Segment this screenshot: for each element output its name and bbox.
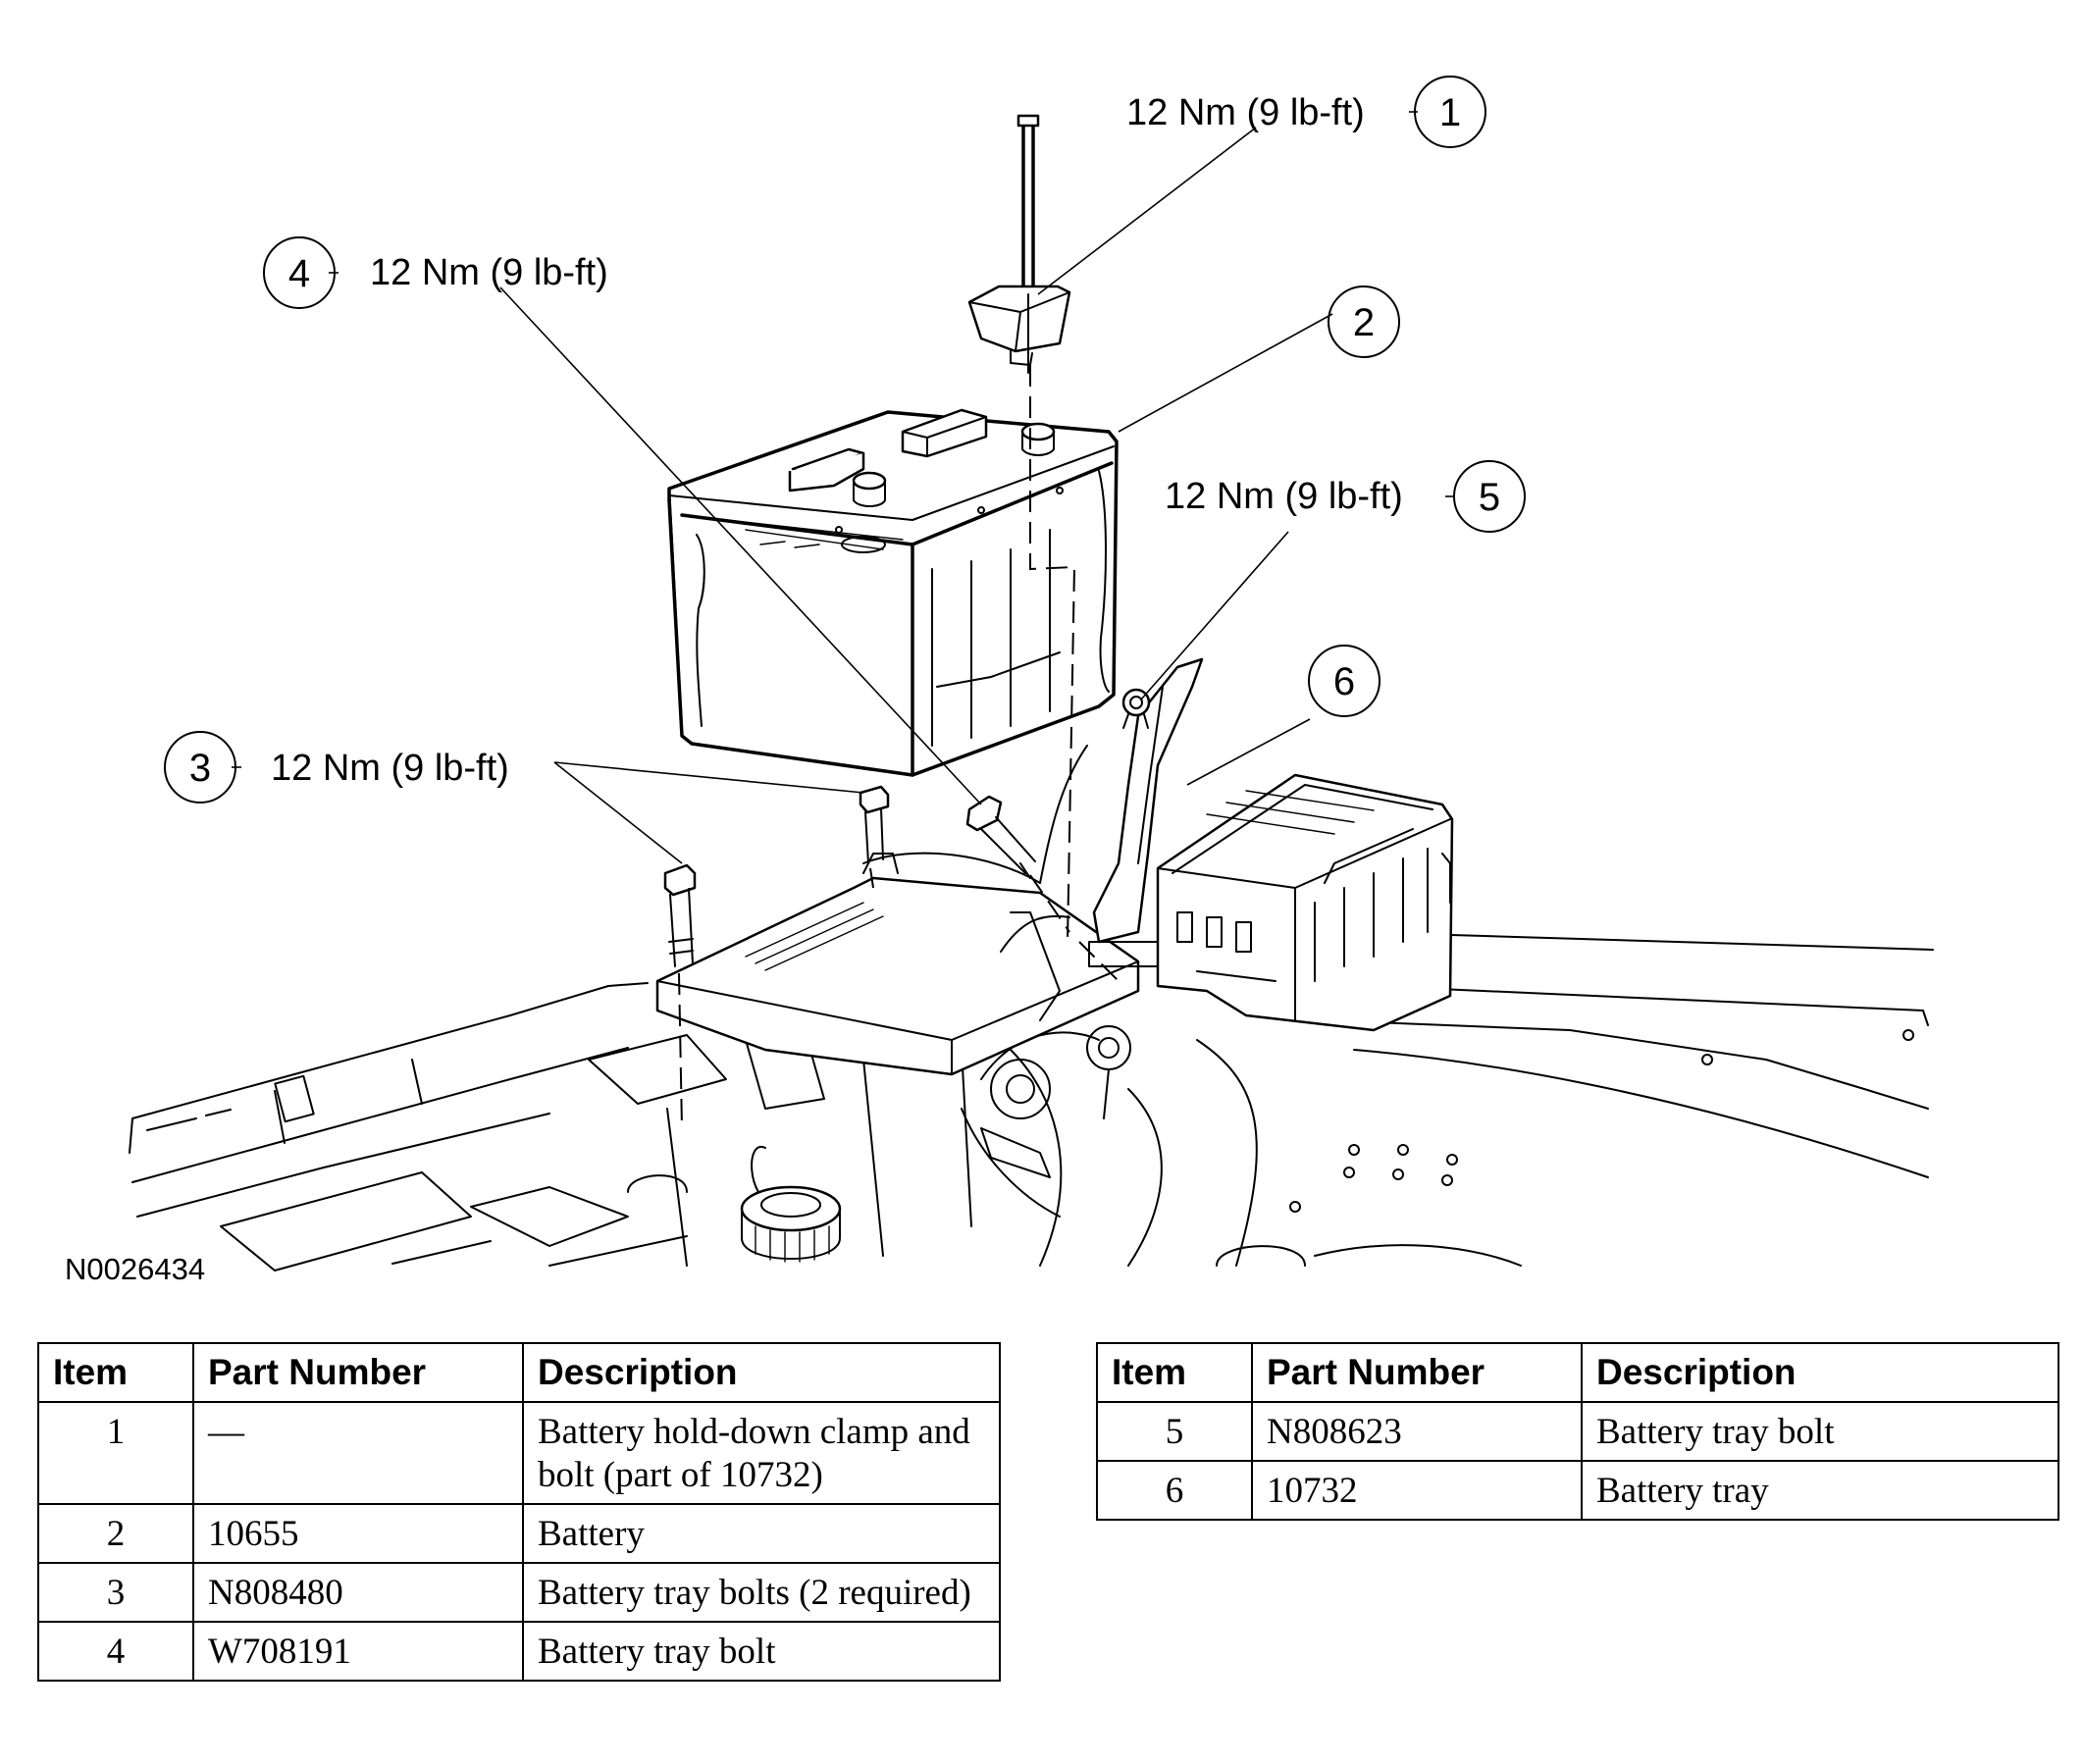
- description-cell: Battery tray: [1581, 1460, 2059, 1521]
- table-header-row: Item Part Number Description: [37, 1342, 1001, 1403]
- callout-number: 3: [189, 747, 211, 790]
- table-row: 5 N808623 Battery tray bolt: [1096, 1401, 2059, 1462]
- table-row: 4 W708191 Battery tray bolt: [37, 1621, 1001, 1682]
- callout-number: 5: [1479, 476, 1500, 519]
- part-number-cell: N808480: [192, 1562, 524, 1623]
- description-cell: Battery: [522, 1503, 1001, 1564]
- parts-table-right: Item Part Number Description 5 N808623 B…: [1096, 1342, 2059, 1521]
- torque-spec: 12 Nm (9 lb-ft): [1165, 476, 1403, 517]
- item-cell: 3: [37, 1562, 194, 1623]
- header-item: Item: [1096, 1342, 1253, 1403]
- callout-number: 6: [1333, 660, 1355, 703]
- description-cell: Battery tray bolt: [522, 1621, 1001, 1682]
- bolt-item-3-right: [859, 785, 890, 864]
- bolt-item-3-left: [663, 863, 697, 967]
- torque-spec: 12 Nm (9 lb-ft): [370, 252, 608, 293]
- leader-lines: [232, 111, 1455, 864]
- table-row: 1 — Battery hold-down clamp and bolt (pa…: [37, 1401, 1001, 1505]
- bolt-item-4: [965, 795, 1036, 879]
- callout-2: 2: [1328, 285, 1400, 358]
- header-part-number: Part Number: [1251, 1342, 1583, 1403]
- callout-5: 5 12 Nm (9 lb-ft): [1165, 460, 1526, 533]
- item-cell: 2: [37, 1503, 194, 1564]
- engine-compartment: [129, 745, 1934, 1271]
- callout-6: 6: [1308, 645, 1381, 717]
- part-number-cell: —: [192, 1401, 524, 1505]
- table-row: 2 10655 Battery: [37, 1503, 1001, 1564]
- part-number-cell: 10655: [192, 1503, 524, 1564]
- battery-tray: [655, 657, 1204, 1076]
- header-item: Item: [37, 1342, 194, 1403]
- callout-number: 4: [288, 252, 310, 295]
- item-cell: 6: [1096, 1460, 1253, 1521]
- hold-down-clamp: [967, 114, 1071, 374]
- part-number-cell: 10732: [1251, 1460, 1583, 1521]
- torque-spec: 12 Nm (9 lb-ft): [1126, 92, 1365, 133]
- description-cell: Battery hold-down clamp and bolt (part o…: [522, 1401, 1001, 1505]
- torque-spec: 12 Nm (9 lb-ft): [271, 748, 509, 789]
- bolt-item-5: [1121, 688, 1151, 729]
- battery: [667, 408, 1119, 777]
- parts-table-left: Item Part Number Description 1 — Battery…: [37, 1342, 1001, 1682]
- description-cell: Battery tray bolts (2 required): [522, 1562, 1001, 1623]
- callout-number: 2: [1353, 301, 1375, 344]
- table-header-row: Item Part Number Description: [1096, 1342, 2059, 1403]
- description-cell: Battery tray bolt: [1581, 1401, 2059, 1462]
- figure-id: N0026434: [65, 1252, 205, 1286]
- fuse-box: [1156, 773, 1454, 1032]
- item-cell: 4: [37, 1621, 194, 1682]
- callout-number: 1: [1439, 91, 1461, 134]
- battery-installation-diagram: 1 12 Nm (9 lb-ft) 2 3 12 Nm (9 lb-ft) 4 …: [65, 76, 1934, 1286]
- item-cell: 5: [1096, 1401, 1253, 1462]
- callout-4: 4 12 Nm (9 lb-ft): [263, 236, 608, 309]
- reservoir-cap: [740, 1185, 842, 1263]
- table-row: 3 N808480 Battery tray bolts (2 required…: [37, 1562, 1001, 1623]
- assembly-lines: [678, 365, 1120, 1129]
- callout-1: 1 12 Nm (9 lb-ft): [1126, 76, 1486, 148]
- part-number-cell: W708191: [192, 1621, 524, 1682]
- part-number-cell: N808623: [1251, 1401, 1583, 1462]
- callout-3: 3 12 Nm (9 lb-ft): [164, 731, 509, 804]
- table-row: 6 10732 Battery tray: [1096, 1460, 2059, 1521]
- header-description: Description: [522, 1342, 1001, 1403]
- header-description: Description: [1581, 1342, 2059, 1403]
- item-cell: 1: [37, 1401, 194, 1505]
- header-part-number: Part Number: [192, 1342, 524, 1403]
